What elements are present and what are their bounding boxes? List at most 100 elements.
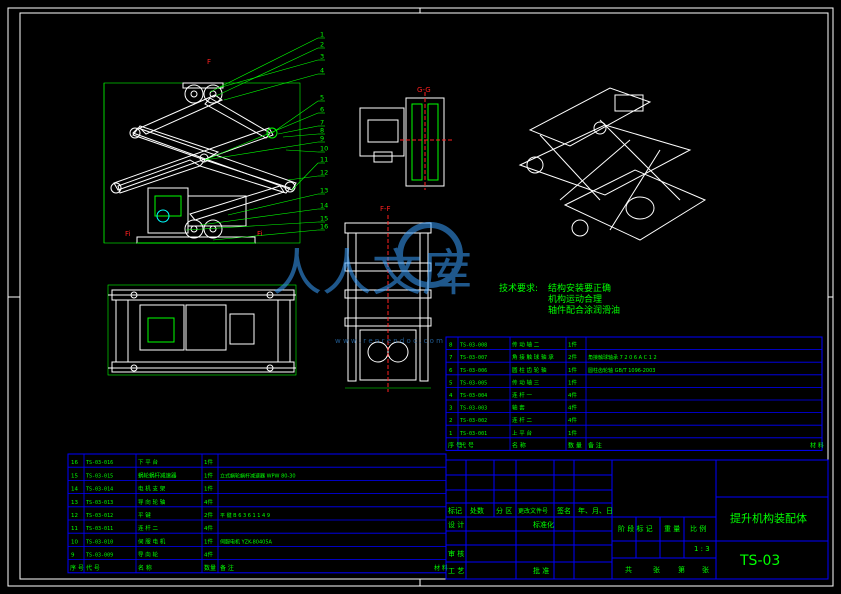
bom-qty: 1件	[568, 378, 577, 386]
watermark: 人人文库 w w w . r e n r e n d o c . c o m	[272, 222, 472, 345]
bom-qty: 1件	[568, 366, 577, 374]
bom-header-qty: 数 量	[568, 441, 582, 449]
callout-number: 10	[320, 145, 328, 153]
bom-code: TS-03-002	[460, 418, 487, 424]
bom-name: 上 平 台	[512, 429, 532, 437]
bom-seq: 12	[71, 513, 78, 519]
bom-name: 连 杆 二	[512, 416, 532, 424]
bom-qty: 2件	[204, 511, 213, 519]
bom-material: 角接触球轴承 7 2 0 6 A C 1 2	[588, 354, 657, 361]
bom-name: 圆 柱 齿 轮 轴	[512, 366, 547, 374]
tb-shenhe: 审 核	[448, 549, 464, 558]
drawing-scale: 1 : 3	[694, 545, 710, 553]
bom-name: 轴 套	[512, 404, 525, 412]
watermark-text: 人人文库	[272, 244, 472, 302]
centering-marks	[8, 8, 833, 586]
front-view-labels: F Fi Fi	[125, 58, 263, 238]
tech-requirements: 技术要求: 结构安装要正确 机构运动合理 轴件配合涂润滑油	[499, 282, 620, 316]
callout-number: 15	[320, 215, 328, 223]
callout-number: 11	[320, 156, 328, 164]
bom-name: 导 向 轮 轴	[138, 498, 166, 506]
callout-leader	[199, 208, 319, 226]
title-block	[445, 459, 829, 580]
callout-number: 7	[320, 119, 324, 127]
bom-code: TS-03-016	[86, 460, 113, 466]
bom-seq: 1	[449, 431, 453, 437]
inner-border	[19, 12, 829, 580]
bom-code: TS-03-008	[460, 343, 487, 349]
bom-code: TS-03-003	[460, 406, 487, 412]
top-view	[107, 284, 297, 376]
tb-sheji: 设 计	[448, 520, 464, 529]
bom-qty: 1件	[568, 429, 577, 437]
bom-header-seq: 序 号	[448, 441, 462, 449]
bom-code: TS-03-010	[86, 539, 113, 545]
bom-qty: 1件	[204, 537, 213, 545]
callout-number: 8	[320, 127, 324, 135]
tb-qianming: 签名	[557, 506, 571, 515]
bom-qty: 4件	[204, 498, 213, 506]
bom-code: TS-03-015	[86, 473, 113, 479]
bom-seq: 4	[449, 393, 453, 399]
bom-seq: 11	[71, 526, 78, 532]
bom-code: TS-03-013	[86, 500, 113, 506]
drawing-title: 提升机构装配体	[730, 511, 807, 525]
bom-header-qty: 数量	[204, 564, 216, 572]
callout-leader	[217, 59, 319, 89]
bom-code: TS-03-007	[460, 355, 487, 361]
bom-material: 立式蜗轮蜗杆减速器 WPW 80-30	[220, 472, 296, 479]
bom-seq: 10	[71, 539, 78, 545]
bom-qty: 4件	[204, 551, 213, 559]
bom-header: 序 号代 号名 称数 量备 注材 料	[448, 441, 824, 449]
tb-stage-3: 比 例	[690, 524, 706, 533]
bom-seq: 5	[449, 380, 453, 386]
bom-seq: 15	[71, 473, 78, 479]
callout-leader	[227, 193, 319, 216]
bom-name: 平 键	[138, 511, 151, 519]
bom-name: 蜗轮蜗杆减速器	[138, 471, 177, 479]
callout-leader	[204, 141, 319, 161]
callout-number: 13	[320, 187, 328, 195]
bom-seq: 8	[449, 343, 453, 349]
callout-number: 6	[320, 106, 324, 114]
bom-header-code: 代 号	[460, 441, 474, 449]
tb-biaozhunhua: 标准化	[533, 520, 554, 529]
title-block-texts: 提升机构装配体 TS-03 1 : 3 标记 处数 分 区 更改文件号 签名 年…	[448, 506, 807, 575]
bom-row: 13 TS-03-013 导 向 轮 轴 4件	[71, 498, 213, 506]
callout-number: 14	[320, 202, 328, 210]
callout-leader	[212, 229, 319, 241]
callout-leader	[209, 37, 319, 93]
bom-header-mat: 材 料	[434, 564, 448, 572]
bom-frame	[445, 336, 823, 451]
tech-line-3: 轴件配合涂润滑油	[548, 304, 620, 316]
bom-code: TS-03-012	[86, 513, 113, 519]
section-gg-label: G-G	[417, 86, 431, 94]
tech-line-1: 结构安装要正确	[548, 282, 611, 294]
tb-stage-2: 重 量	[664, 525, 680, 533]
tb-stage-1: 阶 段 标 记	[618, 524, 653, 533]
bom-seq: 13	[71, 500, 78, 506]
section-gg-view	[359, 92, 452, 190]
bom-name: 电 机 支 架	[138, 485, 166, 493]
callout-number: 9	[320, 135, 324, 143]
tb-sheet-3: 第	[678, 565, 685, 574]
bom-material: 圆柱齿轮轴 GB/T 1096-2003	[588, 367, 655, 374]
bom-qty: 4件	[568, 391, 577, 399]
bom-seq: 16	[71, 460, 78, 466]
tb-sheet-1: 共	[625, 565, 632, 574]
bom-seq: 3	[449, 406, 453, 412]
bom-header-name: 名 称	[512, 441, 526, 449]
callout-number: 4	[320, 67, 324, 75]
bom-seq: 6	[449, 368, 453, 374]
bom-code: TS-03-005	[460, 380, 487, 386]
bom-seq: 2	[449, 418, 453, 424]
callout-number: 3	[320, 53, 324, 61]
